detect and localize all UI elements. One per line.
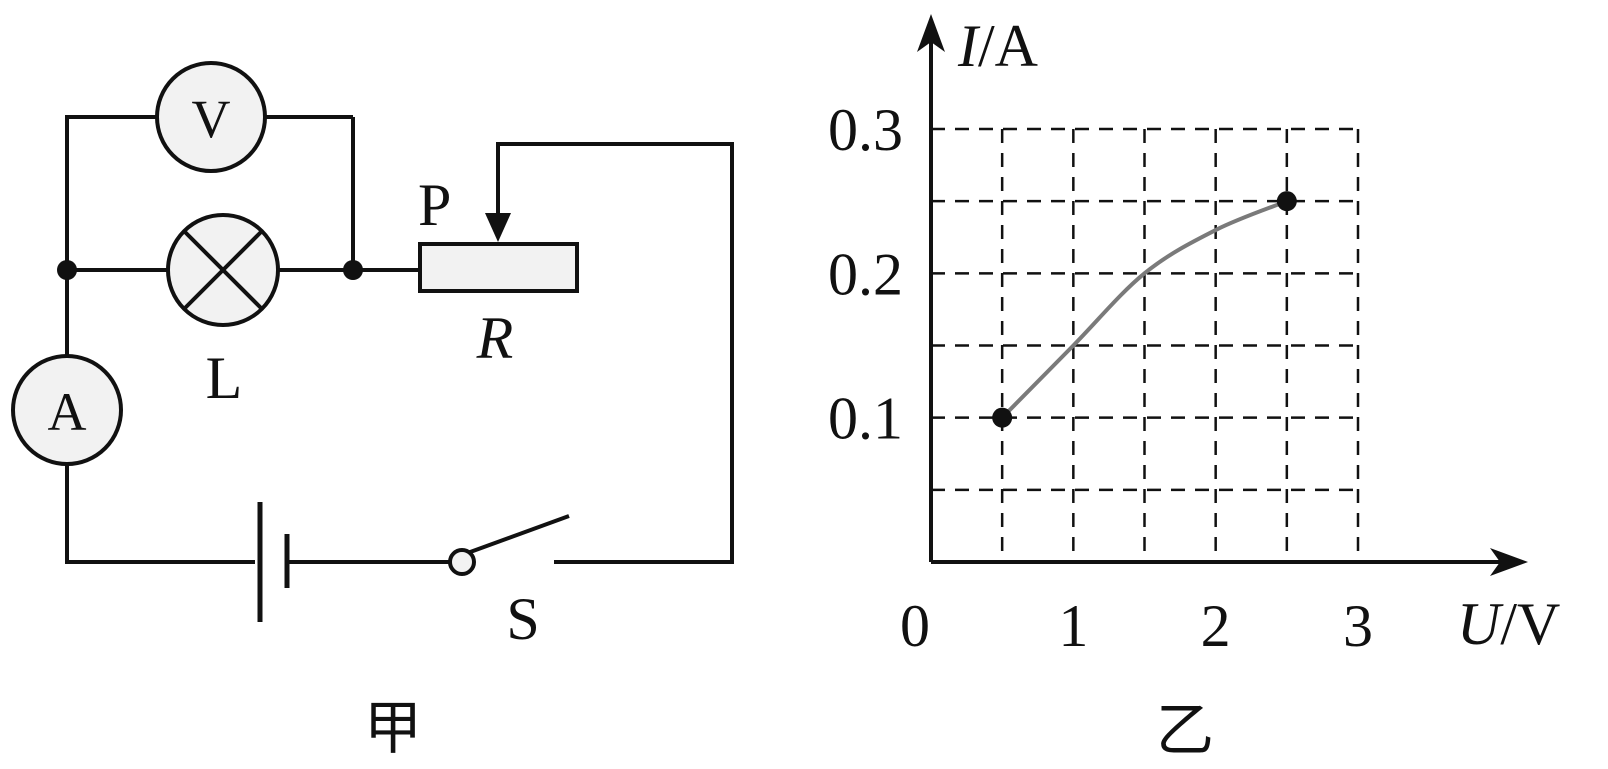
ammeter-circle [11, 354, 123, 466]
resistor-label: R [476, 305, 514, 371]
slider-label: P [418, 172, 451, 238]
x-axis-unit: /V [1500, 591, 1560, 657]
tick-labels: 1 2 3 0.1 0.2 0.3 [828, 97, 1373, 659]
y-tick-label: 0.3 [828, 97, 903, 163]
battery [257, 502, 290, 622]
voltmeter-circle [155, 61, 267, 173]
ammeter: A [11, 354, 123, 466]
iu-graph: 1 2 3 0.1 0.2 0.3 I/A U/V 0 乙 [828, 13, 1560, 764]
switch-to-rheostat-wire [496, 142, 734, 564]
curve-endpoint [992, 407, 1013, 428]
junction-dot-left [57, 260, 77, 280]
grid-layer [931, 127, 1360, 562]
switch-lever [461, 514, 570, 557]
circuit-caption: 甲 [364, 694, 422, 762]
x-tick-label: 3 [1343, 593, 1373, 659]
lamp-cross-icon-2 [182, 229, 264, 311]
slider-arrow-icon [485, 213, 511, 242]
voltmeter-label: V [192, 89, 231, 149]
y-axis-unit: /A [978, 13, 1038, 79]
junction-dot-right [343, 260, 363, 280]
switch [448, 514, 570, 576]
x-tick-label: 2 [1201, 593, 1231, 659]
y-axis-label: I/A [957, 13, 1038, 79]
x-axis-label: U/V [1457, 591, 1560, 657]
ammeter-bottom-wire [65, 464, 255, 564]
origin-label: 0 [900, 593, 930, 659]
y-tick-label: 0.1 [828, 386, 903, 452]
rheostat-resistor [418, 242, 579, 293]
curve-layer [992, 191, 1297, 428]
y-tick-label: 0.2 [828, 241, 903, 307]
ammeter-label: A [48, 382, 87, 442]
lamp [166, 213, 280, 327]
x-tick-label: 1 [1058, 593, 1088, 659]
x-axis-arrow-icon [1490, 548, 1528, 576]
voltmeter-branch-left-wire [65, 115, 156, 267]
y-axis-arrow-icon [917, 14, 945, 52]
switch-pivot [448, 548, 476, 576]
voltmeter: V [155, 61, 267, 173]
x-axis-variable: U [1457, 591, 1504, 657]
circuit-diagram: V A P L R S 甲 [11, 61, 734, 762]
y-axis-variable: I [957, 13, 981, 79]
switch-label: S [506, 586, 539, 652]
graph-caption: 乙 [1156, 696, 1214, 764]
curve-endpoint [1276, 191, 1297, 212]
iu-curve [1000, 199, 1288, 420]
lamp-label: L [206, 345, 243, 411]
